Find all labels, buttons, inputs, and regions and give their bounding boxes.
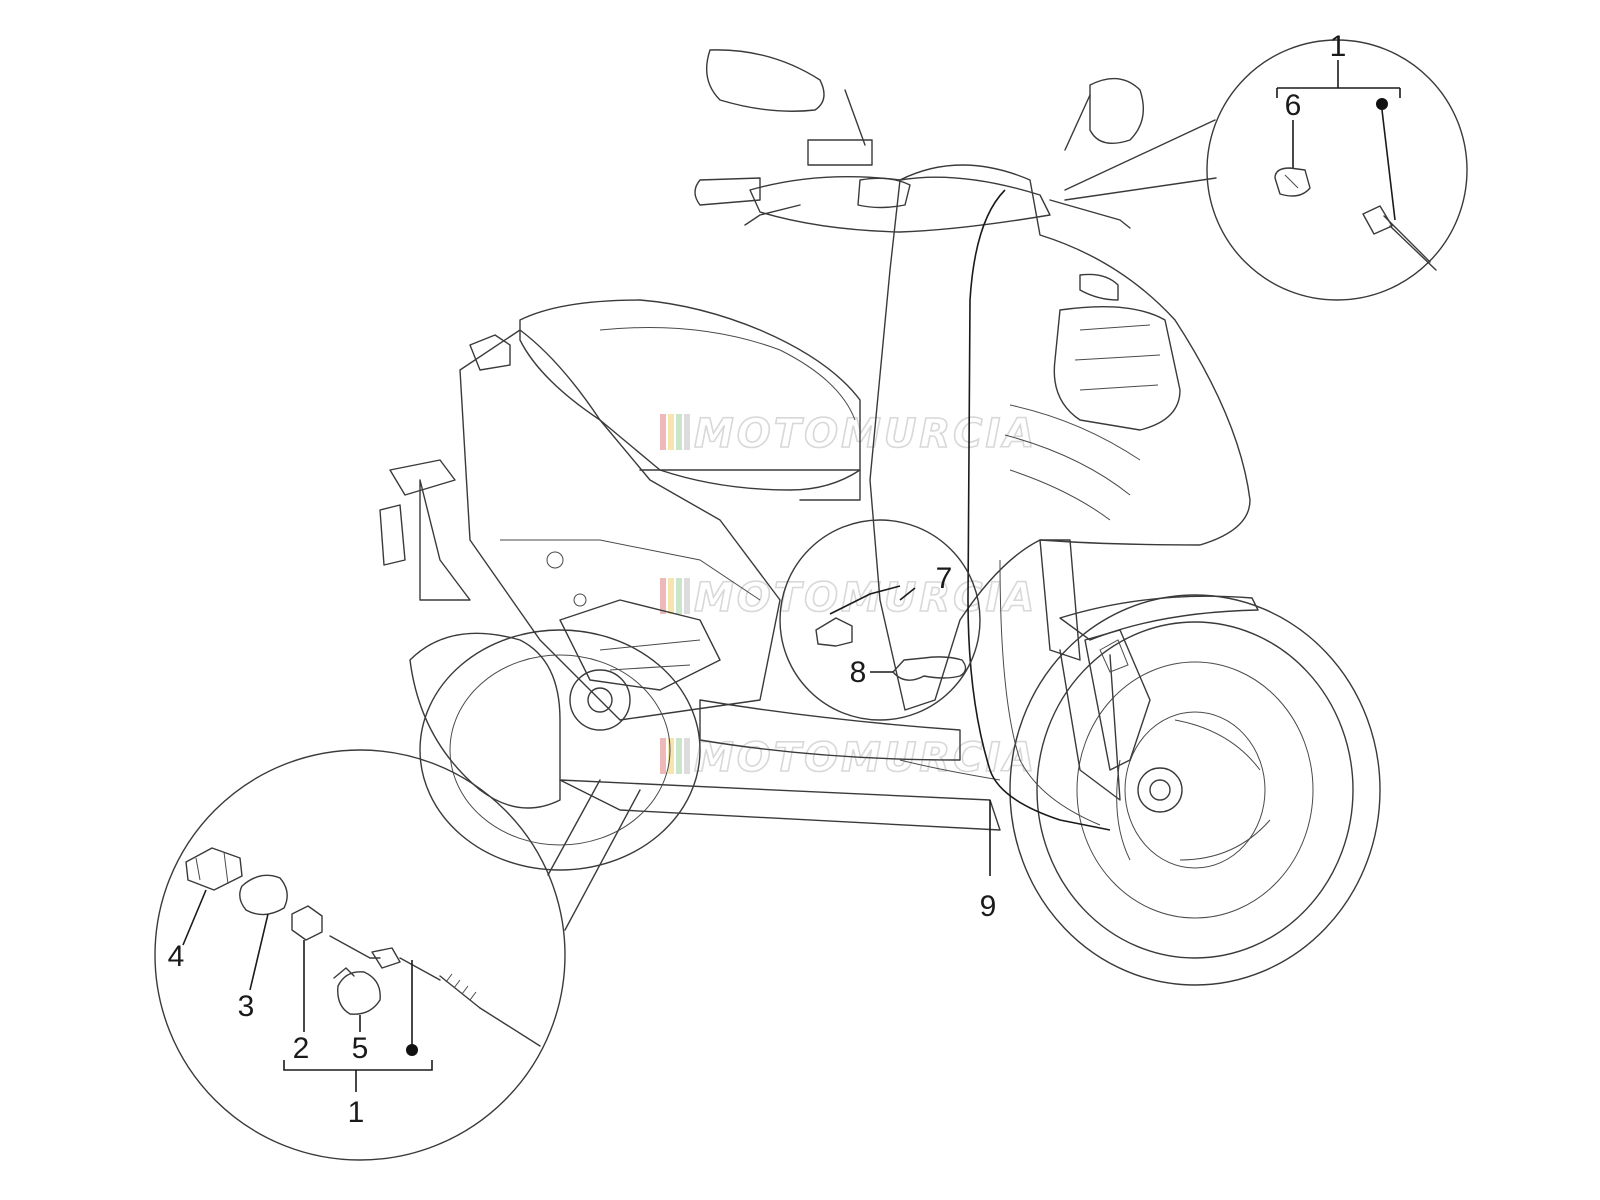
right-mirror	[1089, 77, 1144, 144]
callout-2: 2	[293, 1032, 310, 1065]
cable-section	[329, 935, 381, 959]
detail-leader-line	[547, 779, 641, 931]
detail-circle-bottom-left: 4 3 2 5 1	[154, 749, 641, 1161]
callout-7: 7	[936, 562, 953, 595]
group-bracket	[283, 1060, 433, 1071]
brake-disc	[1124, 711, 1266, 869]
watermark-stripe	[668, 414, 674, 450]
logo-badge	[1079, 273, 1119, 301]
callout-4: 4	[168, 940, 185, 973]
detail-circle-top-right: 1 6	[1064, 30, 1468, 301]
rear-tire	[419, 629, 701, 871]
callout-9: 9	[980, 890, 997, 923]
part-6-clip	[1274, 167, 1311, 197]
left-grip	[694, 177, 761, 206]
rear-hub	[569, 669, 631, 731]
detail-circle	[154, 749, 566, 1161]
rear-indicator	[389, 459, 456, 496]
part-8-clamp	[892, 656, 967, 681]
watermark-stripe	[676, 738, 682, 774]
watermark-stripe	[660, 414, 666, 450]
callout-3: 3	[238, 990, 255, 1023]
detail-circle-middle: 7 8	[779, 519, 981, 721]
callout-6: 6	[1285, 89, 1302, 122]
callout-8: 8	[850, 656, 867, 689]
watermark-bottom: MOTOMURCIA	[660, 734, 1035, 782]
engine-block	[559, 599, 721, 691]
headlight	[1053, 305, 1181, 431]
watermark-text: MOTOMURCIA	[694, 575, 1037, 621]
handlebar	[749, 175, 1051, 233]
watermark-stripe	[676, 578, 682, 614]
group-dot	[406, 1044, 418, 1056]
watermark-middle: MOTOMURCIA	[660, 574, 1037, 622]
group-dot	[1376, 98, 1388, 110]
front-tire	[1009, 594, 1381, 986]
right-lever	[1049, 199, 1131, 229]
seat	[519, 299, 861, 491]
rear-body	[459, 329, 781, 721]
part-3-bushing	[239, 874, 288, 916]
license-reflector	[379, 504, 406, 566]
callout-1-bottom: 1	[348, 1096, 365, 1129]
watermark-stripe	[668, 738, 674, 774]
part-7-clip	[815, 617, 853, 647]
left-lever	[744, 204, 801, 226]
cable-end-fitting	[1362, 205, 1393, 235]
watermark-stripe	[660, 578, 666, 614]
part-4-nut	[185, 847, 243, 891]
watermark-stripe	[668, 578, 674, 614]
speedometer-cable	[967, 189, 1111, 831]
detail-circle	[1206, 39, 1468, 301]
detail-circle	[779, 519, 981, 721]
front-hub	[1137, 767, 1183, 813]
exhaust	[409, 632, 561, 809]
callout-5: 5	[352, 1032, 369, 1065]
front-fender	[1059, 595, 1259, 641]
watermark-stripe	[660, 738, 666, 774]
front-rim	[1076, 661, 1314, 919]
watermark-stripe	[684, 738, 690, 774]
callout-1-top: 1	[1330, 30, 1347, 63]
watermark-stripe	[676, 414, 682, 450]
watermark-stripe	[684, 578, 690, 614]
underbody	[559, 779, 1001, 831]
front-shield	[869, 164, 1251, 711]
tail-light	[469, 334, 511, 371]
watermark-text: MOTOMURCIA	[694, 411, 1037, 457]
detail-leader-line	[1064, 119, 1216, 191]
watermark-stripe	[684, 414, 690, 450]
left-mirror	[706, 49, 825, 112]
scooter-drawing	[379, 49, 1381, 986]
watermark-top: MOTOMURCIA	[660, 410, 1037, 458]
part-2-nut	[291, 905, 323, 941]
floorboard	[699, 699, 961, 761]
front-fork	[1039, 539, 1081, 661]
part-5-clamp	[337, 971, 381, 1015]
